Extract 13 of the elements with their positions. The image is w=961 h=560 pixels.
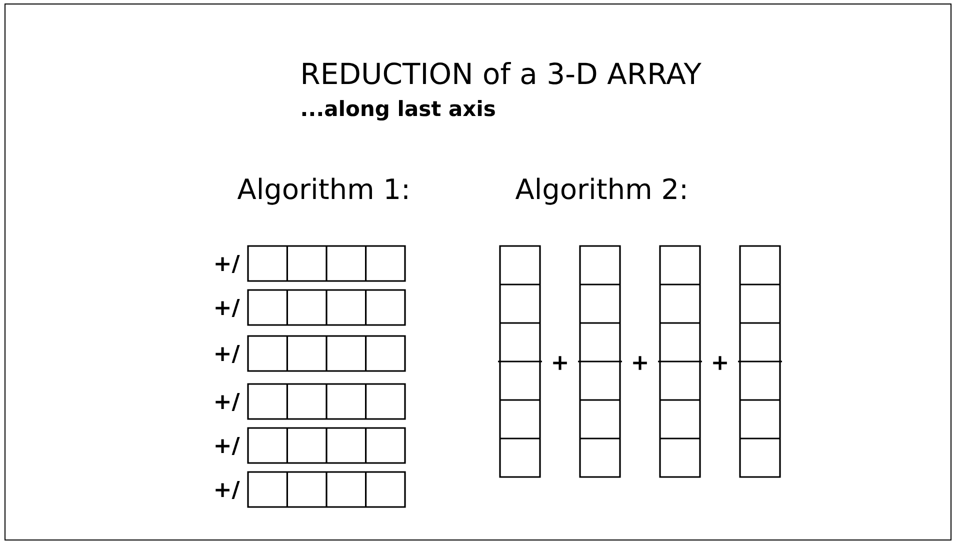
plus-sign: + [633,356,647,370]
subtitle: ...along last axis [302,100,495,121]
reduce-operator: +/ [216,436,240,456]
title: REDUCTION of a 3-D ARRAY [303,62,702,84]
reduce-operator: +/ [216,480,240,500]
reduce-operator: +/ [216,392,240,412]
reduce-operator: +/ [216,298,240,318]
heading: Algorithm 2: [515,178,686,205]
plus-sign: + [713,356,727,370]
heading: Algorithm 1: [237,178,408,205]
reduce-operator: +/ [216,254,240,274]
reduce-operator: +/ [216,344,240,364]
plus-sign: + [553,356,567,370]
